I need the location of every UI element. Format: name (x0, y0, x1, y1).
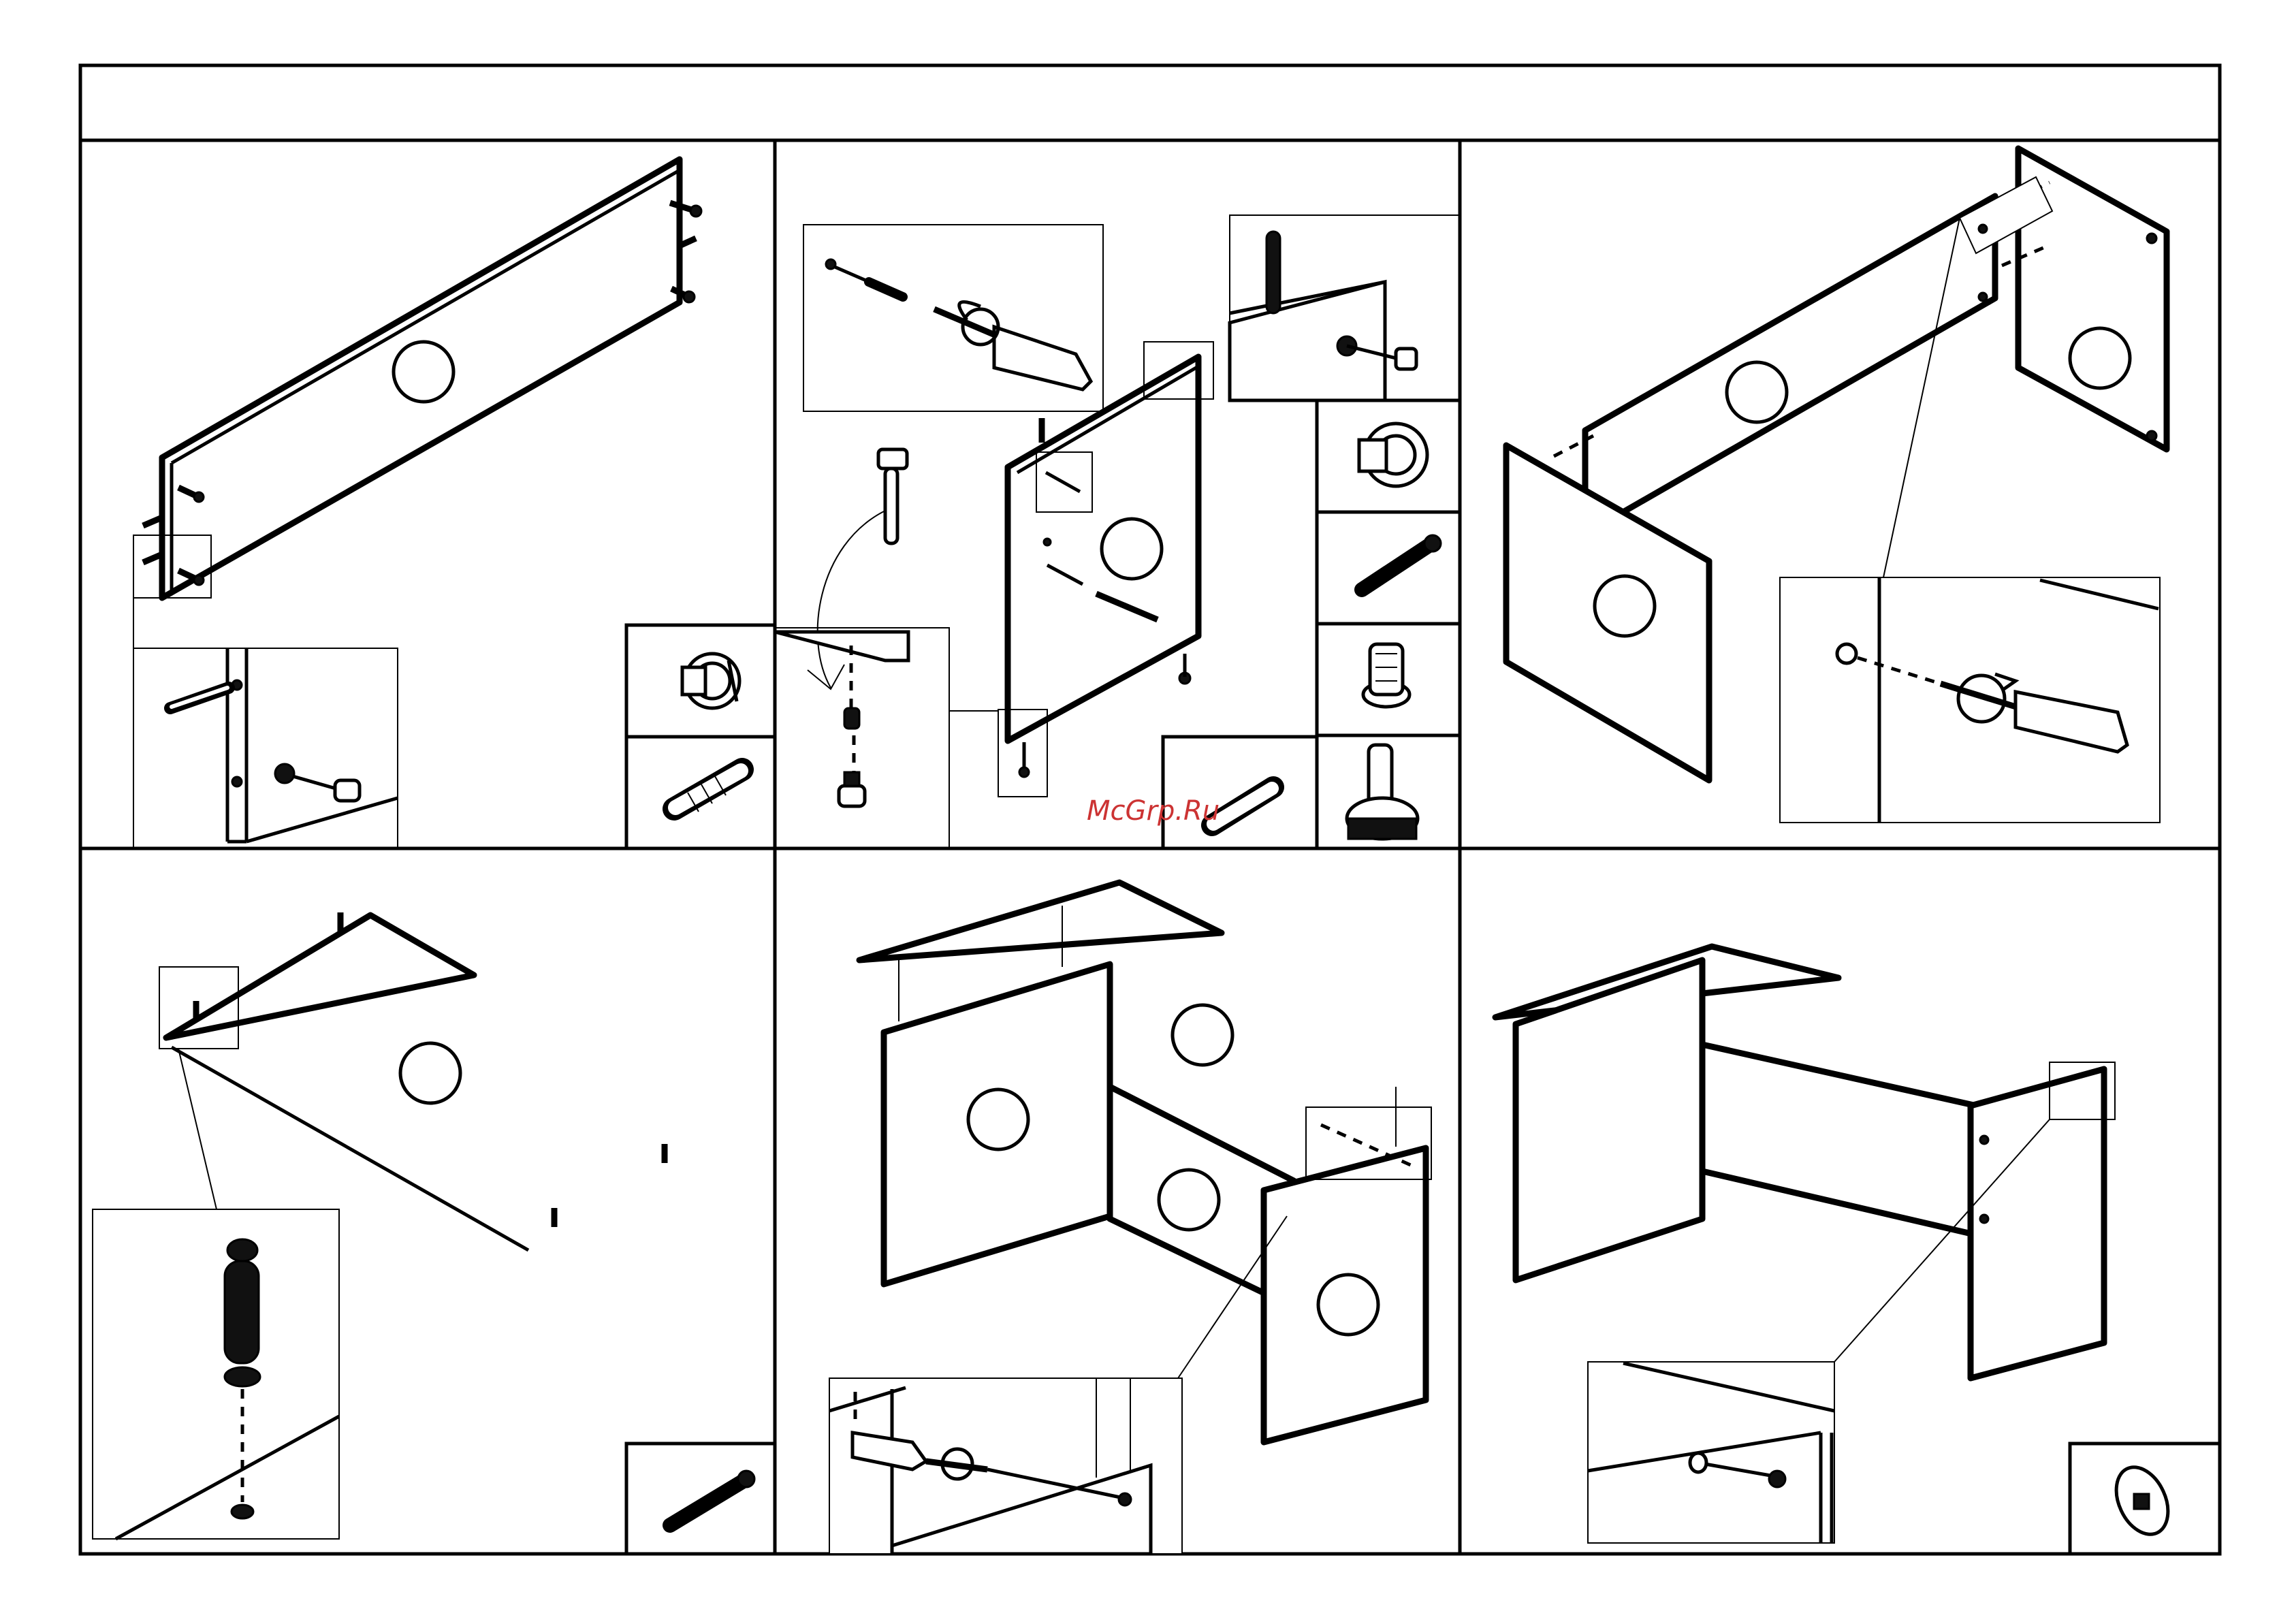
step-panel-4 (93, 912, 775, 1554)
cable-hole (400, 1043, 460, 1103)
threaded-insert-icon (1363, 644, 1409, 707)
zoom-detail-3 (1780, 577, 2160, 823)
hardware-box-dowel (1163, 737, 1317, 848)
cam-bolt-icon (275, 764, 360, 801)
cable-hole (1173, 1005, 1232, 1065)
hardware-box-cam-lock (626, 625, 775, 737)
zoom-detail-4 (93, 1209, 339, 1539)
zoom-detail-1 (133, 648, 398, 848)
hardware-box-dowel (626, 737, 775, 848)
wooden-dowel-icon (170, 688, 229, 708)
step-panel-1 (133, 159, 775, 848)
watermark-text: McGrp.Ru (1087, 795, 1220, 827)
zoom-detail-5 (829, 1378, 1182, 1554)
zoom-detail-6 (1588, 1362, 1834, 1543)
step-panel-5 (829, 882, 1431, 1554)
cam-lock-icon (682, 654, 739, 708)
zoom-detail-leg (775, 628, 949, 848)
step-panel-3 (1506, 148, 2167, 823)
hardware-column (1317, 400, 1460, 848)
step-panel-6 (1495, 946, 2220, 1554)
screwdriver-icon (826, 259, 1091, 389)
step-panel-2 (775, 215, 1460, 848)
